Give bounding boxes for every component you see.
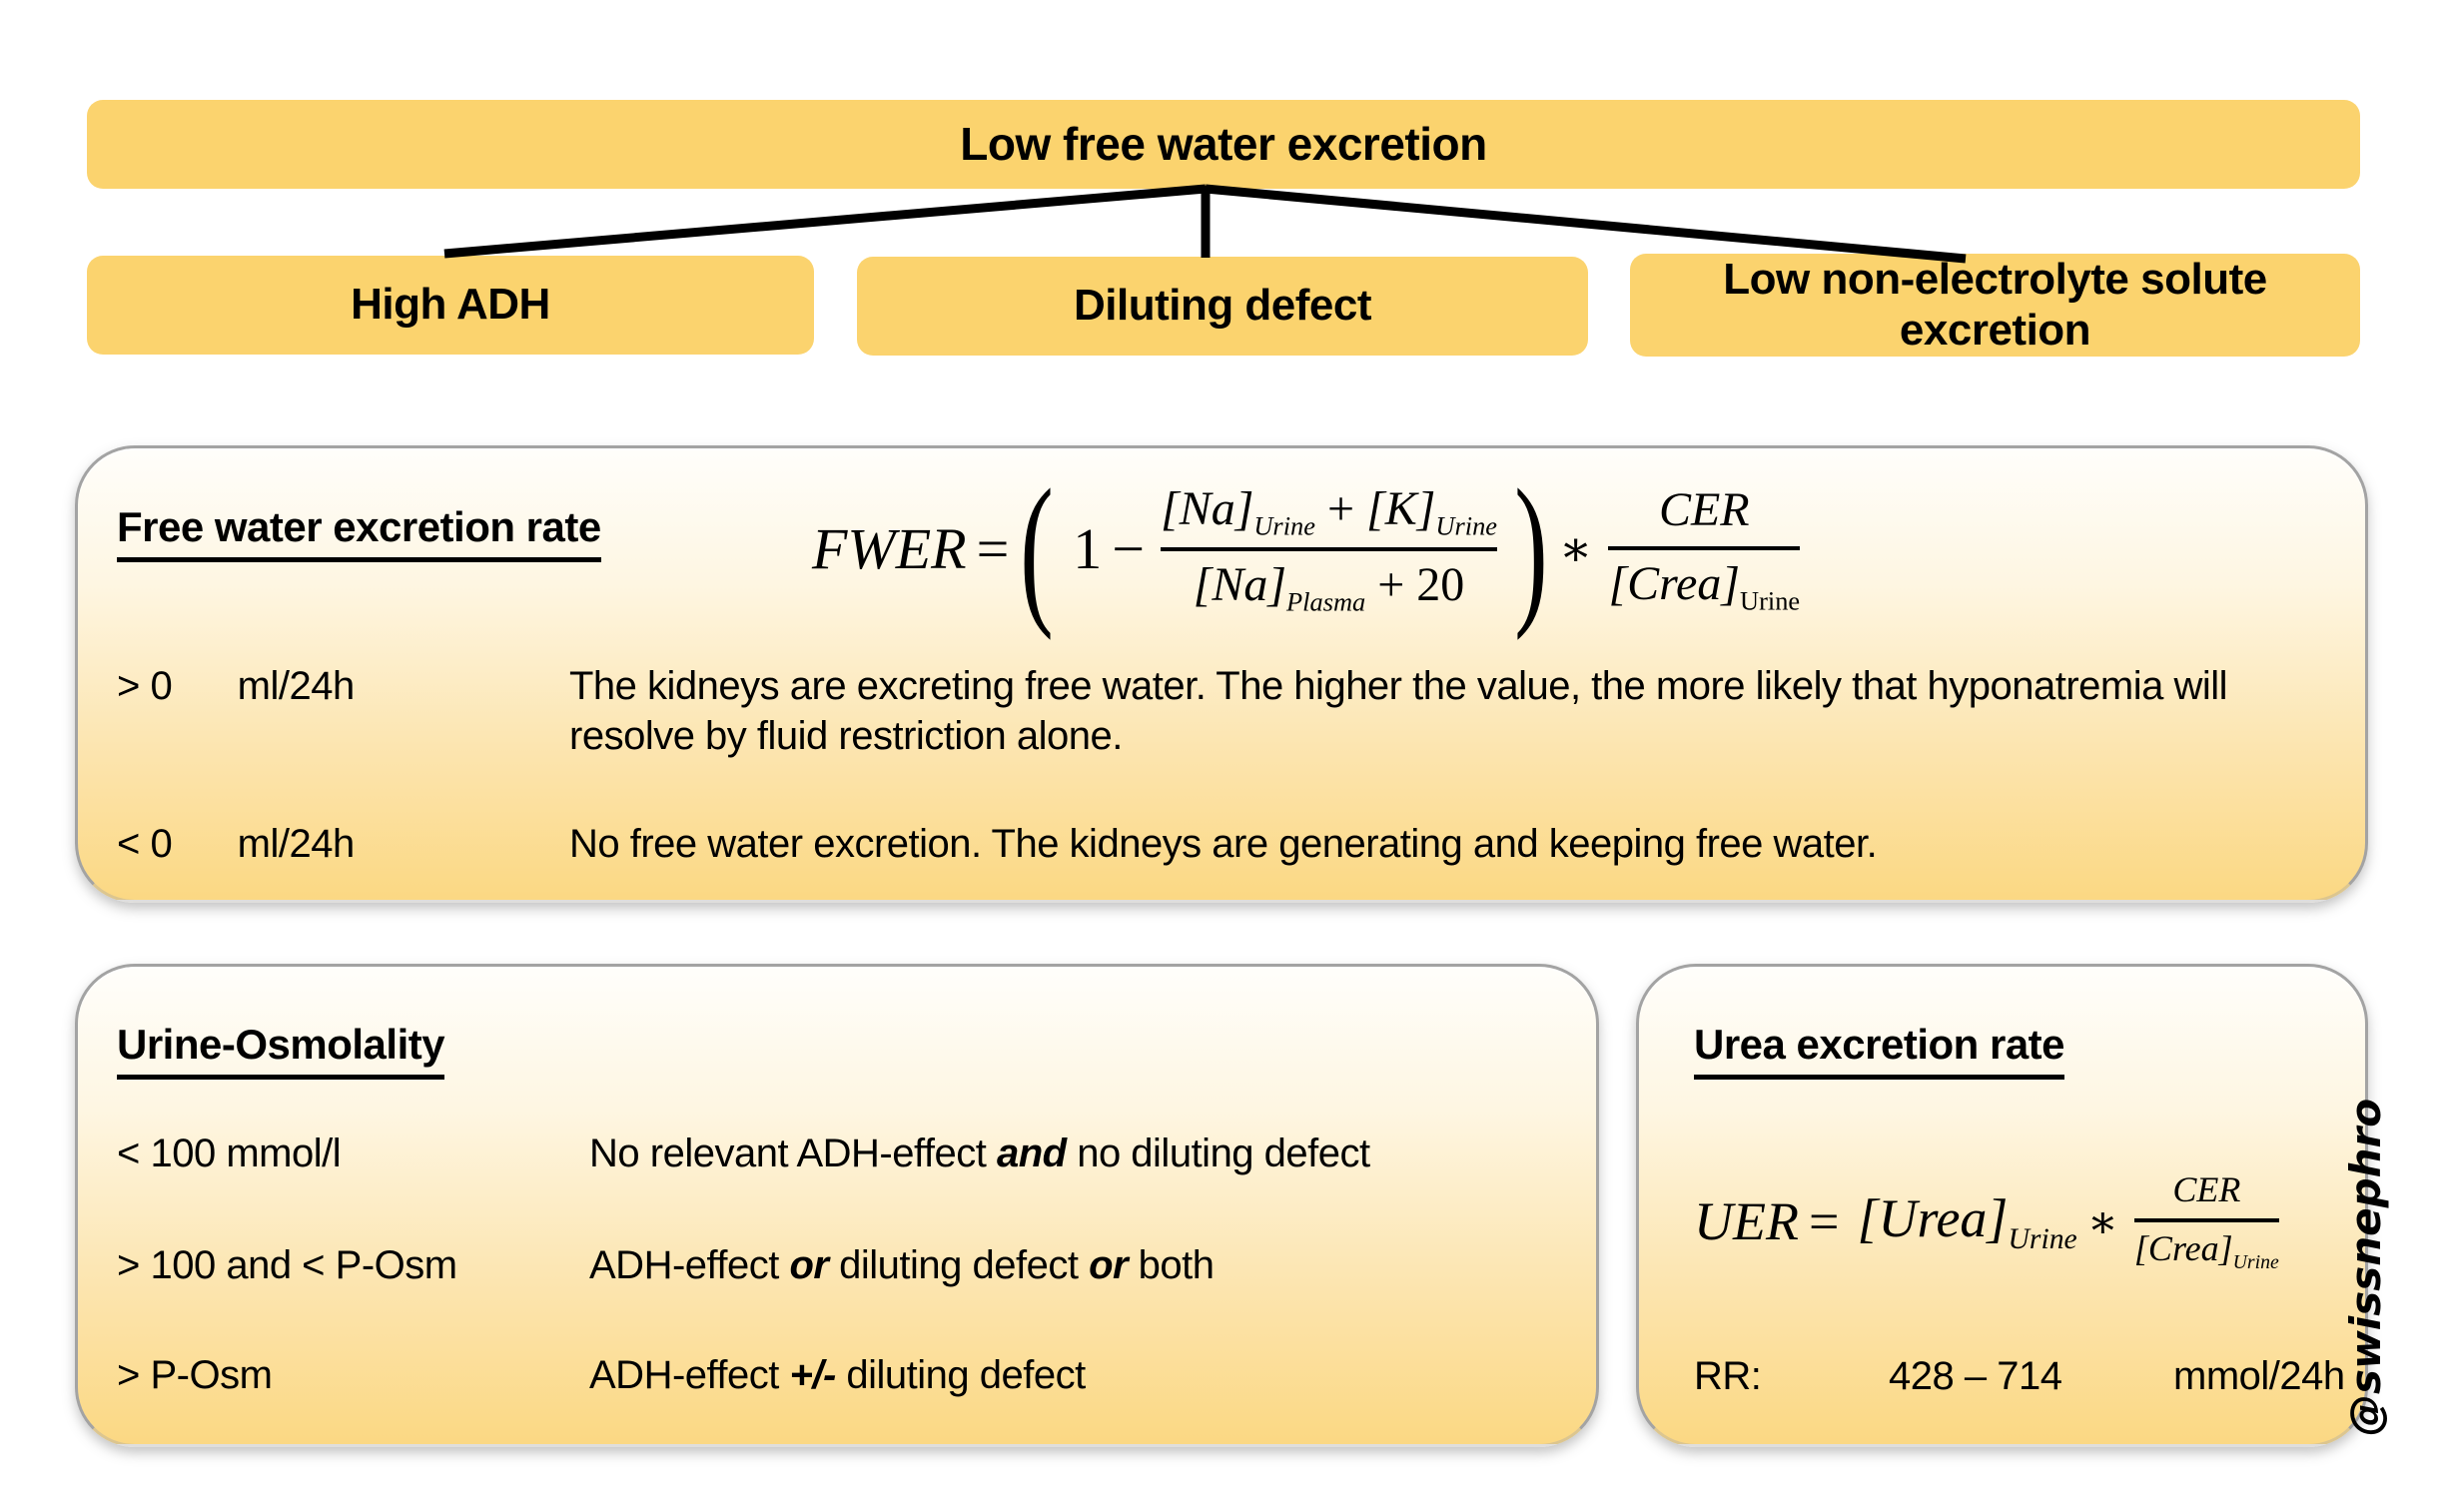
row-label: > 0 ml/24h [117,662,569,712]
node-label: High ADH [351,280,550,330]
row-description: ADH-effect or diluting defect or both [589,1241,1215,1291]
row-unit: ml/24h [237,822,356,866]
math-fraction-cer: CER [Crea]Urine [2128,1169,2285,1273]
row-description: No free water excretion. The kidneys are… [569,822,1878,866]
node-label: Low free water excretion [960,118,1487,171]
uer-reference-range-row: RR: 428 – 714 mmol/24h [1694,1354,2345,1399]
emphasized-text: +/- [789,1353,837,1397]
row-range: > 100 and < P-Osm [117,1243,457,1287]
emphasized-text: or [1089,1243,1129,1287]
fraction-numerator: [Na]Urine + [K]Urine [1161,481,1497,539]
fraction-bar [1608,545,1801,550]
node-label: Diluting defect [1073,281,1372,331]
osm-row-3: > P-Osm ADH-effect +/- diluting defect [117,1351,1086,1401]
fraction-bar [1161,547,1497,551]
math-fraction-sodium: [Na]Urine + [K]Urine [Na]Plasma + 20 [1155,481,1503,615]
node-label: Low non-electrolyte solute excretion [1723,254,2267,355]
plain-text: ADH-effect [589,1243,790,1287]
node-low-non-electrolyte-solute-excretion: Low non-electrolyte solute excretion [1630,254,2360,357]
emphasized-text: and [996,1132,1067,1175]
plain-text: No relevant ADH-effect [589,1132,997,1175]
connector-line-right [1205,184,1967,264]
fraction-denominator: [Crea]Urine [2134,1228,2279,1273]
osm-row-2: > 100 and < P-Osm ADH-effect or diluting… [117,1241,1215,1291]
panel-title: Urine-Osmolality [117,1021,445,1081]
node-high-adh: High ADH [87,256,814,355]
math-multiply: ∗ [2086,1196,2118,1247]
plain-text: diluting defect [835,1353,1086,1397]
math-equals: = [1808,1191,1840,1251]
row-range: > P-Osm [117,1353,273,1397]
fraction-denominator: [Crea]Urine [1608,556,1800,614]
osm-row-1: < 100 mmol/l No relevant ADH-effect and … [117,1130,1370,1179]
row-label: < 0 ml/24h [117,820,569,870]
math-crea-urine: [Crea] [1608,556,1741,610]
math-lhs: UER [1694,1191,1799,1251]
plain-text: ADH-effect [589,1353,790,1397]
connector-line-left [443,184,1207,259]
plain-text: diluting defect [828,1243,1090,1287]
math-subscript: Urine [1435,510,1497,541]
panel-free-water-excretion-rate: Free water excretion rate FWER = ( 1 − [… [75,445,2368,903]
uer-formula: UER = [Urea]Urine ∗ CER [Crea]Urine [1694,1136,2285,1306]
rr-label: RR: [1694,1354,1762,1398]
node-diluting-defect: Diluting defect [857,257,1588,356]
math-plus-20: + 20 [1377,558,1465,611]
fwer-formula: FWER = ( 1 − [Na]Urine + [K]Urine [Na]Pl… [812,448,1806,648]
math-subscript: Urine [2008,1223,2077,1256]
row-unit: ml/24h [237,664,356,708]
row-description: The kidneys are excreting free water. Th… [569,664,2228,758]
math-subscript: Urine [1253,510,1315,541]
row-description: No relevant ADH-effect and no diluting d… [589,1130,1370,1179]
row-value: > 0 [117,664,173,708]
fwer-row-positive: > 0 ml/24h The kidneys are excreting fre… [117,662,2247,761]
rr-range: 428 – 714 [1889,1354,2062,1398]
panel-title: Free water excretion rate [117,503,601,563]
math-plus: + [1326,482,1355,535]
math-k-urine: [K] [1366,482,1436,535]
math-minus: − [1112,515,1145,581]
plain-text: both [1128,1243,1215,1287]
rr-unit: mmol/24h [2173,1354,2345,1398]
math-na-plasma: [Na] [1193,558,1287,611]
math-multiply: ∗ [1558,521,1593,576]
row-description: ADH-effect +/- diluting defect [589,1351,1086,1401]
emphasized-text: or [789,1243,830,1287]
math-subscript: Plasma [1286,586,1366,617]
math-subscript: Urine [2232,1251,2279,1274]
row-range: < 100 mmol/l [117,1132,342,1175]
math-fraction-cer: CER [Crea]Urine [1602,482,1806,613]
fraction-numerator: CER [2172,1168,2241,1209]
math-crea-urine: [Crea] [2133,1228,2233,1269]
panel-urine-osmolality: Urine-Osmolality < 100 mmol/l No relevan… [75,964,1599,1447]
math-urea: [Urea] [1857,1188,2009,1249]
fraction-numerator: CER [1658,483,1750,537]
fraction-bar [2133,1218,2279,1223]
watermark-swissnephro: @swissnephro [2341,1098,2390,1436]
math-na-urine: [Na] [1161,482,1254,535]
math-lhs: FWER [812,515,967,581]
node-low-free-water-excretion: Low free water excretion [87,100,2360,189]
panel-urea-excretion-rate: Urea excretion rate UER = [Urea]Urine ∗ … [1636,964,2368,1447]
math-equals: = [976,515,1010,581]
fwer-row-negative: < 0 ml/24h No free water excretion. The … [117,820,2247,870]
fraction-denominator: [Na]Plasma + 20 [1194,557,1465,615]
row-value: < 0 [117,822,173,866]
math-one: 1 [1073,515,1103,581]
math-subscript: Urine [1740,585,1801,616]
panel-title: Urea excretion rate [1694,1021,2065,1081]
math-urea-urine: [Urea]Urine [1857,1187,2076,1255]
plain-text: no diluting defect [1066,1132,1370,1175]
